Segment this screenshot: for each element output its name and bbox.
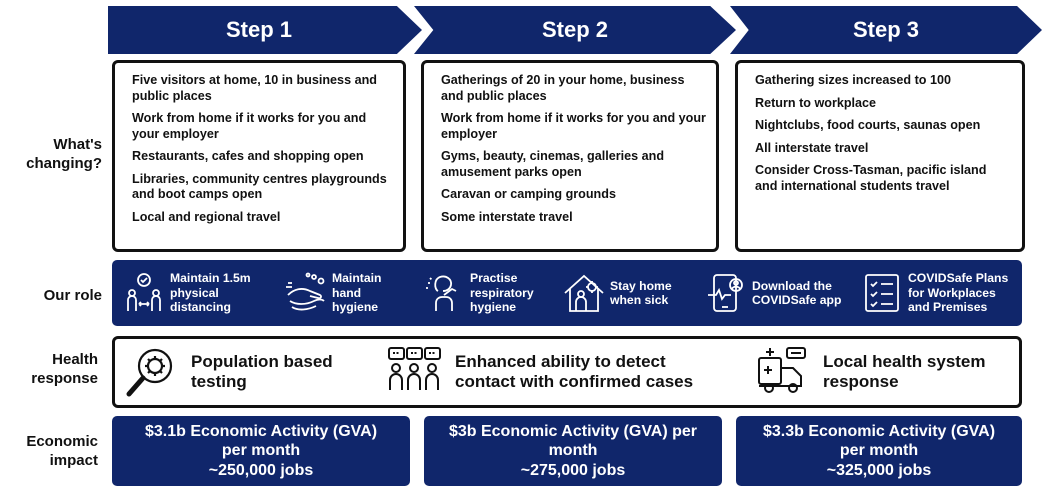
- change-item: Some interstate travel: [441, 209, 573, 224]
- economic-line: $3.3b Economic Activity (GVA): [762, 422, 996, 440]
- phone-app-icon: [704, 271, 748, 315]
- role-label: Stay home when sick: [610, 278, 672, 307]
- hand-washing-icon: [284, 271, 328, 315]
- step-2-economic-impact: $3b Economic Activity (GVA) per month ~2…: [424, 416, 722, 486]
- health-label: Local health system response: [823, 352, 986, 391]
- health-contact-detection: Enhanced ability to detect contact with …: [387, 339, 717, 405]
- change-item: Consider Cross-Tasman, pacific island an…: [755, 163, 987, 193]
- role-covidsafe-app: Download the COVIDSafe app: [704, 260, 848, 326]
- economic-impact-label: Economic impact: [26, 433, 98, 469]
- change-item: All interstate travel: [755, 140, 869, 155]
- step-2-banner: Step 2: [414, 6, 736, 54]
- economic-line: $3.1b Economic Activity (GVA): [144, 422, 378, 440]
- stay-home-icon: [562, 271, 606, 315]
- change-item: Libraries, community centres playgrounds…: [132, 171, 387, 202]
- role-label: Download the COVIDSafe app: [752, 278, 842, 307]
- change-item: Gathering sizes increased to 100: [755, 73, 951, 87]
- step-3-label: Step 3: [852, 17, 920, 42]
- step-3-banner: Step 3: [730, 6, 1042, 54]
- economic-line: month: [548, 442, 598, 460]
- role-label: Practise respiratory hygiene: [470, 271, 534, 315]
- role-respiratory-hygiene: Practise respiratory hygiene: [422, 260, 546, 326]
- role-covidsafe-plans: COVIDSafe Plans for Workplaces and Premi…: [860, 260, 1020, 326]
- role-physical-distancing: Maintain 1.5m physical distancing: [122, 260, 266, 326]
- ambulance-icon: [755, 344, 811, 400]
- step-1-changes: Five visitors at home, 10 in business an…: [112, 60, 406, 252]
- role-label: Maintain hand hygiene: [332, 271, 382, 315]
- economic-jobs: ~275,000 jobs: [520, 461, 626, 479]
- step-1-label: Step 1: [225, 17, 293, 42]
- change-item: Gyms, beauty, cinemas, galleries and amu…: [441, 149, 665, 179]
- role-stay-home: Stay home when sick: [562, 260, 680, 326]
- step-2-changes: Gatherings of 20 in your home, business …: [421, 60, 719, 252]
- step-2-label: Step 2: [541, 17, 609, 42]
- physical-distancing-icon: [122, 271, 166, 315]
- change-item: Work from home if it works for you and y…: [441, 111, 706, 141]
- role-label: COVIDSafe Plans for Workplaces and Premi…: [908, 271, 1009, 315]
- change-item: Restaurants, cafes and shopping open: [132, 149, 364, 163]
- change-item: Work from home if it works for you and y…: [132, 111, 367, 141]
- health-response-label: Health response: [31, 351, 98, 387]
- cough-icon: [422, 271, 466, 315]
- step-1-economic-impact: $3.1b Economic Activity (GVA) per month …: [112, 416, 410, 486]
- health-population-testing: Population based testing: [123, 339, 371, 405]
- virus-magnifier-icon: [123, 344, 179, 400]
- role-hand-hygiene: Maintain hand hygiene: [284, 260, 396, 326]
- economic-line: per month: [839, 442, 919, 460]
- economic-line: per month: [221, 442, 301, 460]
- step-3-changes: Gathering sizes increased to 100 Return …: [735, 60, 1025, 252]
- health-local-system: Local health system response: [755, 339, 1023, 405]
- health-label: Population based testing: [191, 352, 333, 391]
- our-role-bar: Maintain 1.5m physical distancing Mainta…: [112, 260, 1022, 326]
- whats-changing-label: What's changing?: [26, 136, 102, 172]
- change-item: Caravan or camping grounds: [441, 187, 616, 201]
- economic-jobs: ~250,000 jobs: [208, 461, 314, 479]
- checklist-icon: [860, 271, 904, 315]
- step-1-banner: Step 1: [108, 6, 422, 54]
- health-response-box: Population based testing Enhanced abilit…: [112, 336, 1022, 408]
- change-item: Local and regional travel: [132, 209, 281, 224]
- change-item: Five visitors at home, 10 in business an…: [132, 73, 377, 103]
- economic-jobs: ~325,000 jobs: [826, 461, 932, 479]
- step-3-economic-impact: $3.3b Economic Activity (GVA) per month …: [736, 416, 1022, 486]
- economic-line: $3b Economic Activity (GVA) per: [448, 422, 698, 440]
- our-role-label: Our role: [43, 287, 102, 304]
- change-item: Gatherings of 20 in your home, business …: [441, 73, 685, 103]
- health-label: Enhanced ability to detect contact with …: [455, 352, 694, 391]
- contact-tracing-icon: [387, 344, 443, 400]
- change-item: Return to workplace: [755, 95, 877, 110]
- role-label: Maintain 1.5m physical distancing: [170, 271, 251, 315]
- change-item: Nightclubs, food courts, saunas open: [755, 118, 981, 132]
